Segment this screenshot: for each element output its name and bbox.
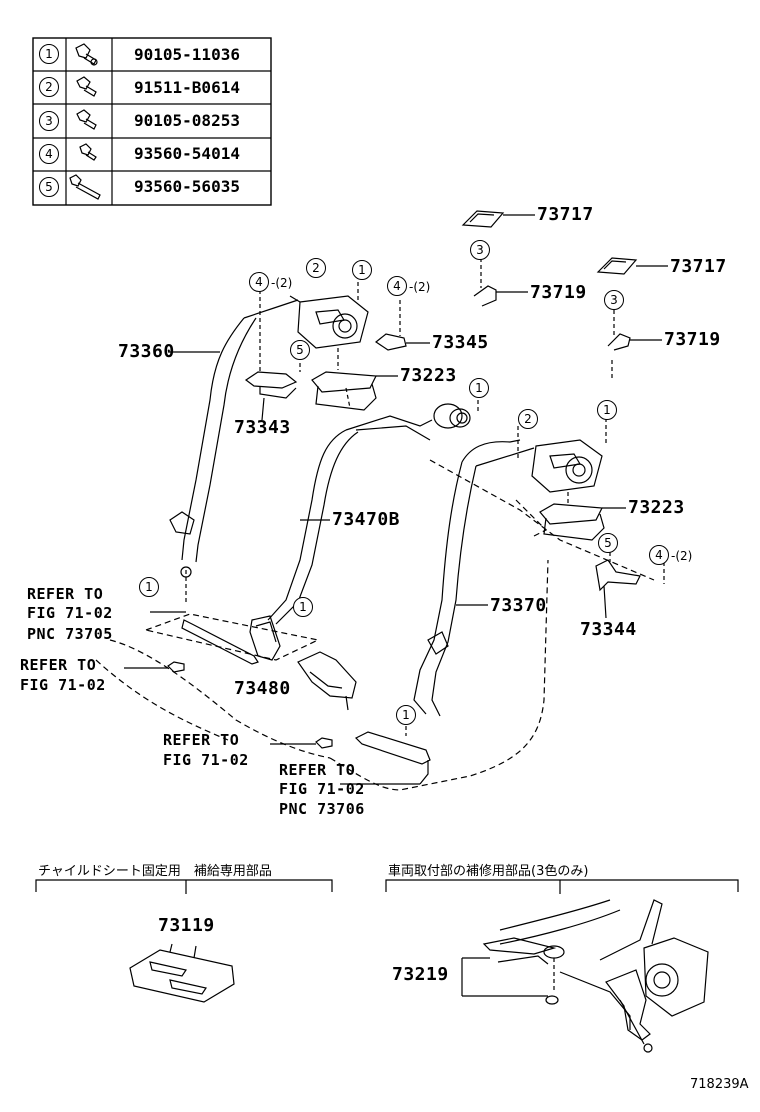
buckle-73480 [297,651,357,711]
bracket-73343 [244,290,301,421]
part-label-73470b: 73470B [332,509,401,530]
callout-2-a: 2 [306,258,326,278]
bolt-refer-2 [124,661,185,673]
table-callout-1: 1 [39,44,59,64]
refer-to-2-line2: FIG 71-02 [20,676,106,694]
callout-4-c-qty: -(2) [671,549,693,563]
refer-to-3-line1: REFER TO [163,731,240,749]
bolt-icon-row2 [76,76,97,97]
retractor-right [517,418,607,504]
callout-2-b: 2 [518,409,538,429]
anchor-bar-right [270,726,431,785]
part-label-73360: 73360 [118,341,175,362]
refer-to-4-line1: REFER TO [279,761,356,779]
anchor-bar-left [150,566,259,665]
table-part-1: 90105-11036 [134,45,240,64]
anchor-center [433,400,479,429]
table-part-5: 93560-56035 [134,177,240,196]
buckle-73470b [249,615,281,661]
plate-73119 [129,943,235,1003]
callout-1-f: 1 [396,705,416,725]
bracket-73719-b [607,310,662,378]
part-label-73480: 73480 [234,678,291,699]
callout-1-b: 1 [469,378,489,398]
cover-73717-b [596,257,668,275]
cover-73717-a [461,210,535,228]
refer-to-3-line2: FIG 71-02 [163,751,249,769]
callout-4-c: 4 [649,545,669,565]
part-label-73717-a: 73717 [537,204,594,225]
callout-5-b: 5 [598,533,618,553]
bracket-73344 [595,552,665,619]
part-label-73345: 73345 [432,332,489,353]
refer-to-2-line1: REFER TO [20,656,97,674]
callout-4-a: 4 [249,272,269,292]
part-label-73119: 73119 [158,915,215,936]
cover-73223-a [311,371,398,411]
callout-1-c: 1 [597,400,617,420]
part-label-73343: 73343 [234,417,291,438]
document-id: 718239A [690,1077,749,1092]
caption-repair: 車両取付部の補修用部品(3色のみ) [388,864,589,879]
table-callout-3: 3 [39,111,59,131]
cover-73223-b [539,503,626,541]
bolt-icon-row1 [75,43,98,66]
table-part-3: 90105-08253 [134,111,240,130]
belt-73470b [267,415,433,625]
clip-73345 [374,300,430,351]
part-label-73219: 73219 [392,964,449,985]
caption-child-seat: チャイルドシート固定用 補給専用部品 [38,864,272,879]
refer-to-4-line2: FIG 71-02 [279,780,365,798]
belt-73360 [168,299,299,563]
callout-1-d: 1 [139,577,159,597]
part-label-73223-b: 73223 [628,497,685,518]
bolt-icon-row5 [69,174,101,200]
refer-to-1-line1: REFER TO [27,585,104,603]
part-label-73719-a: 73719 [530,282,587,303]
callout-3-a: 3 [470,240,490,260]
callout-3-b: 3 [604,290,624,310]
callout-4-b: 4 [387,276,407,296]
callout-4-a-qty: -(2) [271,276,293,290]
bolt-icon-row3 [76,109,97,130]
table-callout-2: 2 [39,77,59,97]
refer-to-4-line3: PNC 73706 [279,800,365,818]
retractor-left [289,282,369,370]
table-part-4: 93560-54014 [134,144,240,163]
bolt-icon-row4 [79,143,97,161]
repair-73219-assembly [461,899,709,1053]
part-label-73344: 73344 [580,619,637,640]
table-callout-4: 4 [39,144,59,164]
part-label-73717-b: 73717 [670,256,727,277]
callout-5-a: 5 [290,340,310,360]
part-label-73370: 73370 [490,595,547,616]
table-callout-5: 5 [39,177,59,197]
refer-to-1-line2: FIG 71-02 [27,604,113,622]
table-part-2: 91511-B0614 [134,78,240,97]
bracket-repair [385,879,739,894]
belt-73370 [413,439,535,717]
callout-1-a: 1 [352,260,372,280]
bracket-child-seat [35,879,333,894]
part-label-73719-b: 73719 [664,329,721,350]
bracket-73719-a [473,258,528,307]
refer-to-1-line3: PNC 73705 [27,625,113,643]
fastener-table-grid [32,37,272,206]
callout-4-b-qty: -(2) [409,280,431,294]
part-label-73223-a: 73223 [400,365,457,386]
callout-1-e: 1 [293,597,313,617]
